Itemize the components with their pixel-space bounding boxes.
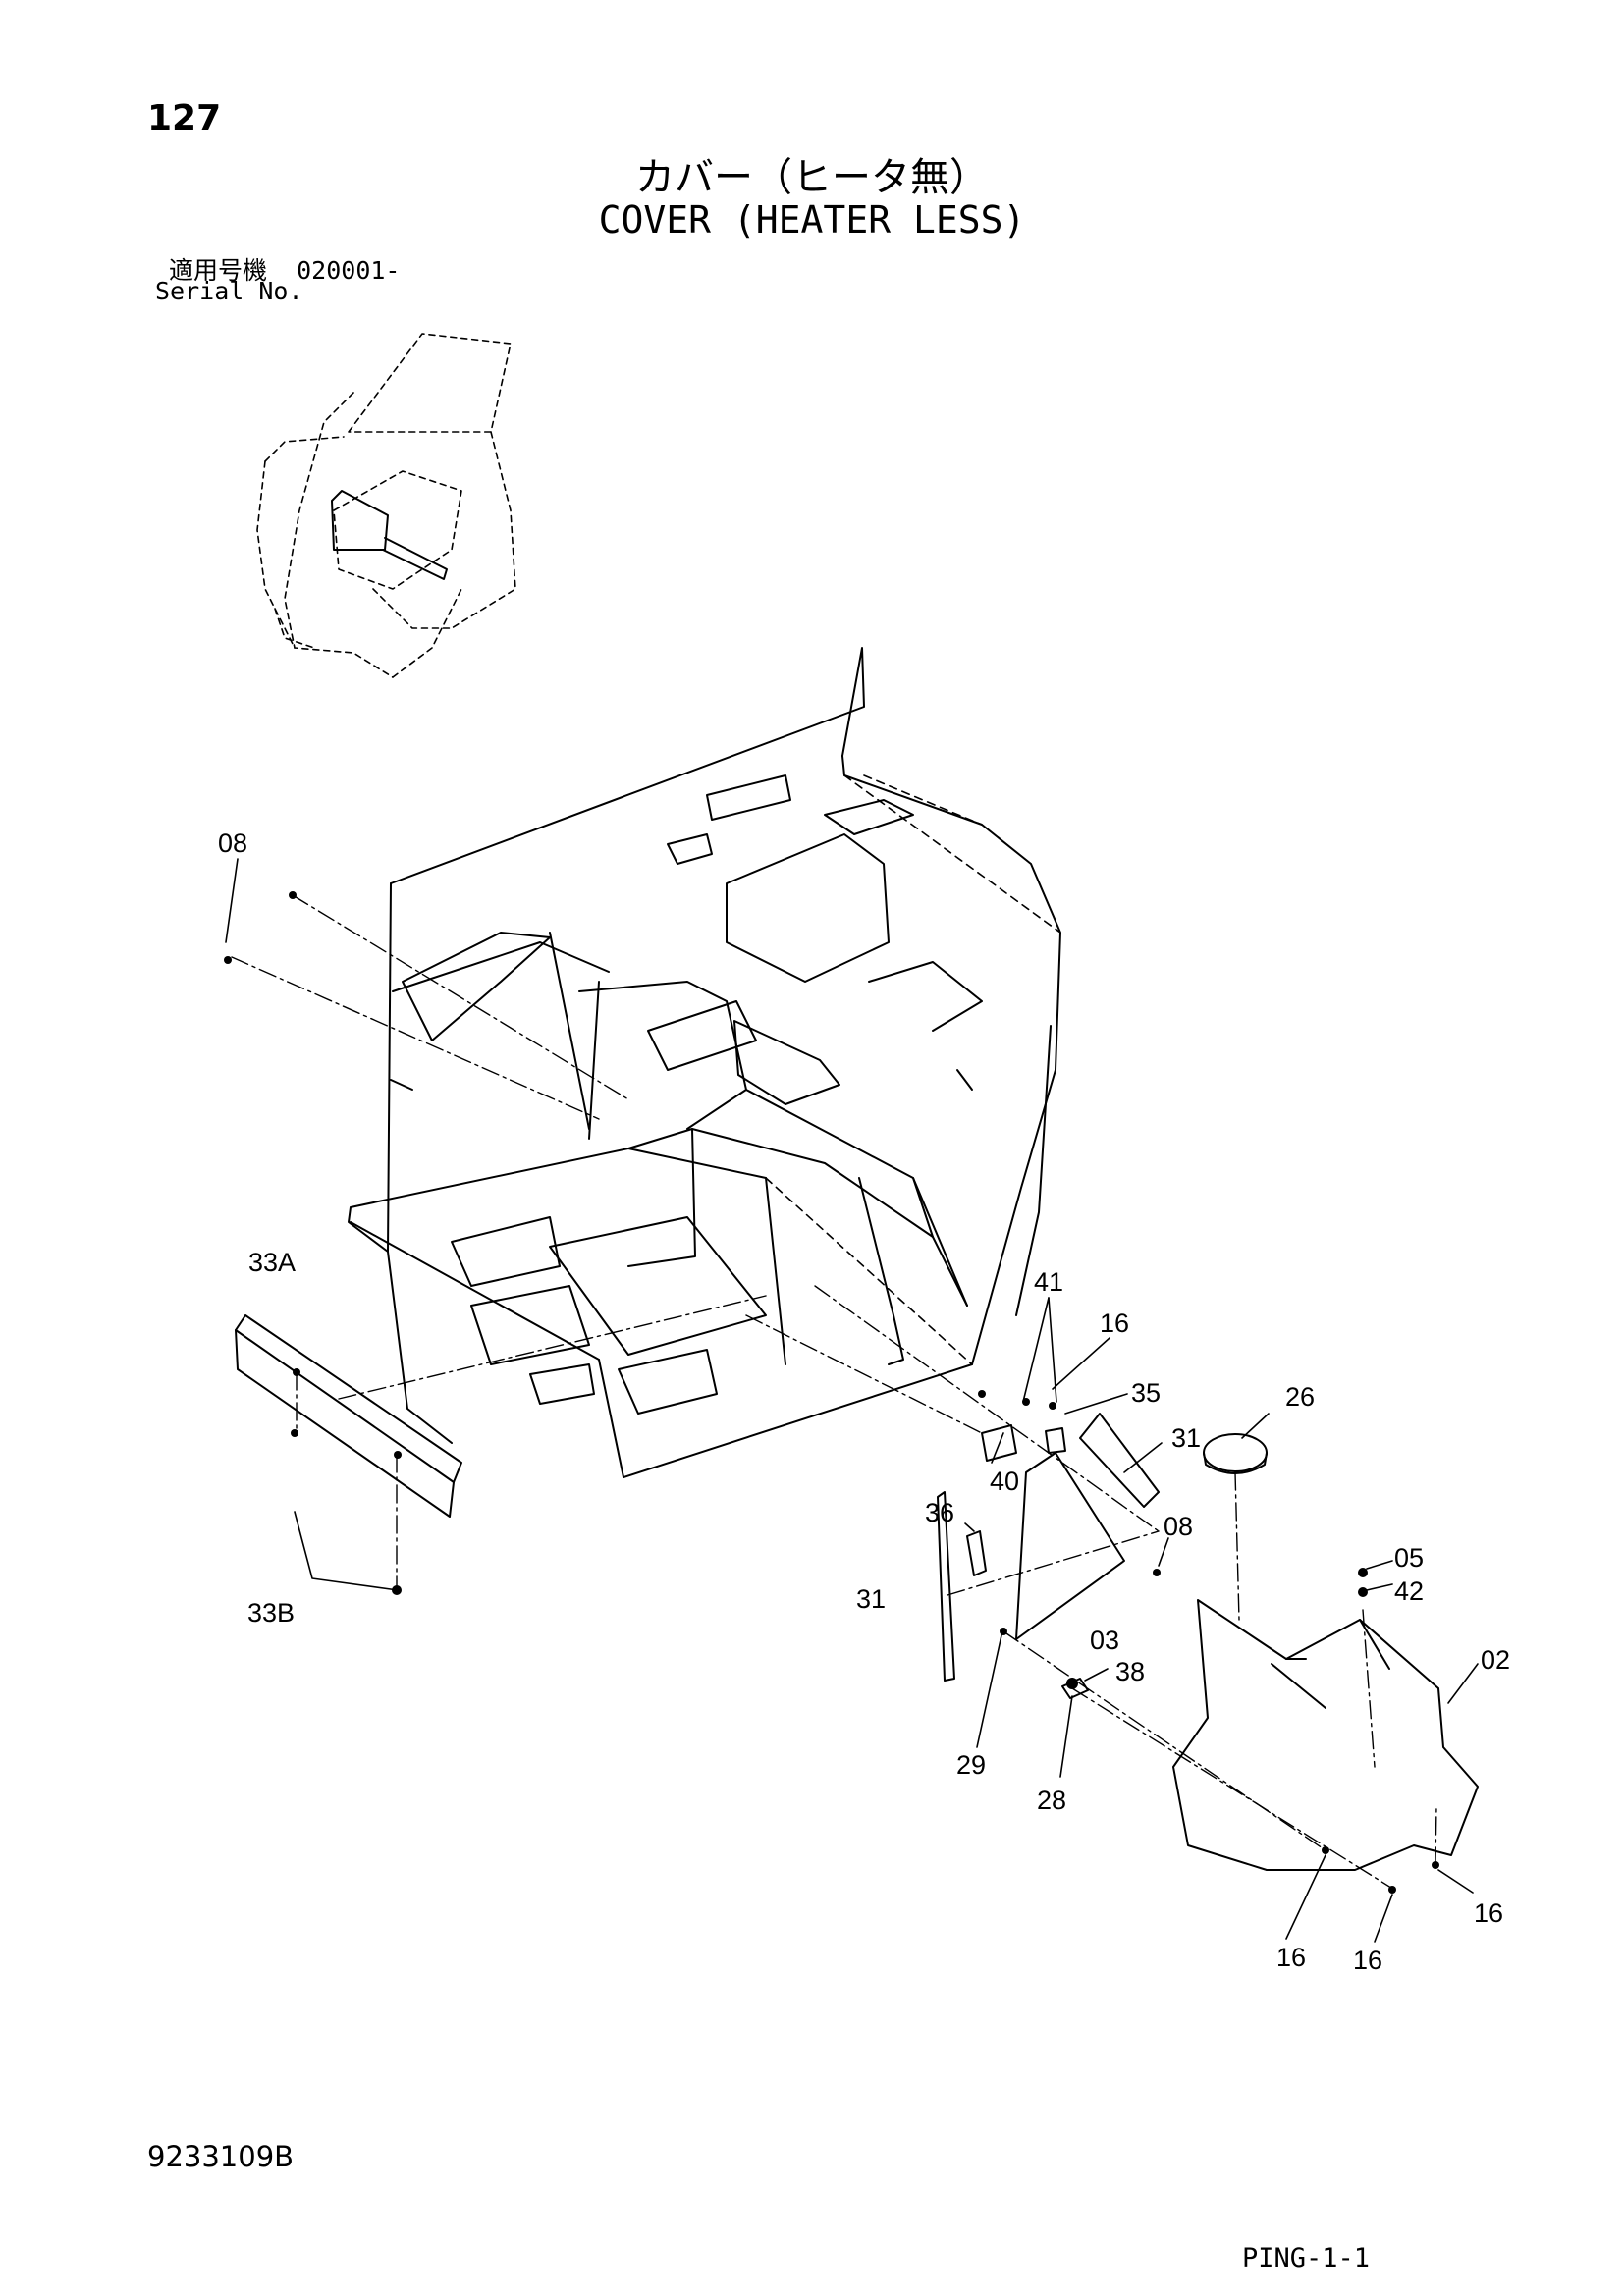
inset-cab-view: [256, 333, 516, 678]
callout-05: 05: [1394, 1543, 1424, 1573]
callout-02: 02: [1481, 1645, 1510, 1675]
callout-16-upper: 16: [1100, 1308, 1129, 1338]
page-number: 127: [147, 98, 222, 138]
serial-value: 020001-: [297, 256, 401, 285]
callout-35: 35: [1131, 1378, 1161, 1408]
callout-leaders: [225, 858, 1479, 1943]
inset-highlighted-part: [331, 490, 448, 580]
callout-41: 41: [1034, 1267, 1063, 1297]
callout-16-bottom-left: 16: [1276, 1943, 1306, 1972]
part-33a-cover: [235, 1314, 462, 1518]
callout-31-upper: 31: [1171, 1423, 1201, 1453]
part-02-side-cover: [1172, 1599, 1479, 1871]
bracket-hardware: [966, 1424, 1089, 1699]
callout-40: 40: [990, 1467, 1019, 1496]
callout-03: 03: [1090, 1626, 1119, 1655]
cab-frame: [348, 647, 1061, 1478]
callout-28: 28: [1037, 1786, 1066, 1815]
callout-16-right: 16: [1474, 1898, 1503, 1928]
part-03-plate: [1015, 1452, 1125, 1640]
title-japanese: カバー（ヒータ無）: [635, 155, 989, 200]
callout-16-bottom-right: 16: [1353, 1946, 1382, 1975]
serial-label-japanese: 適用号機: [169, 256, 268, 285]
part-26-cap: [1203, 1433, 1268, 1474]
serial-label-english: Serial No.: [155, 277, 303, 305]
callout-08-lower: 08: [1164, 1512, 1193, 1541]
callout-36: 36: [925, 1498, 954, 1527]
part-31-strip: [937, 1413, 1160, 1682]
floor-outline: [765, 774, 1061, 1365]
callout-42: 42: [1394, 1576, 1424, 1606]
title-english: COVER (HEATER LESS): [598, 198, 1026, 241]
leader-lines: [231, 894, 1437, 1891]
callout-31-lower: 31: [856, 1584, 886, 1614]
callout-labels: 08 33A 33B 41 16 35 26 31 40 36 08 05 42…: [218, 828, 1510, 1975]
callout-08-top: 08: [218, 828, 247, 858]
callout-38: 38: [1115, 1657, 1145, 1686]
callout-26: 26: [1285, 1382, 1315, 1412]
page-reference: PING-1-1: [1242, 2243, 1371, 2273]
callout-29: 29: [956, 1750, 986, 1780]
serial-line-japanese: 適用号機 020001-: [169, 251, 400, 287]
callout-33b: 33B: [247, 1598, 295, 1628]
callout-33a: 33A: [248, 1248, 296, 1277]
document-code: 9233109B: [147, 2140, 295, 2173]
